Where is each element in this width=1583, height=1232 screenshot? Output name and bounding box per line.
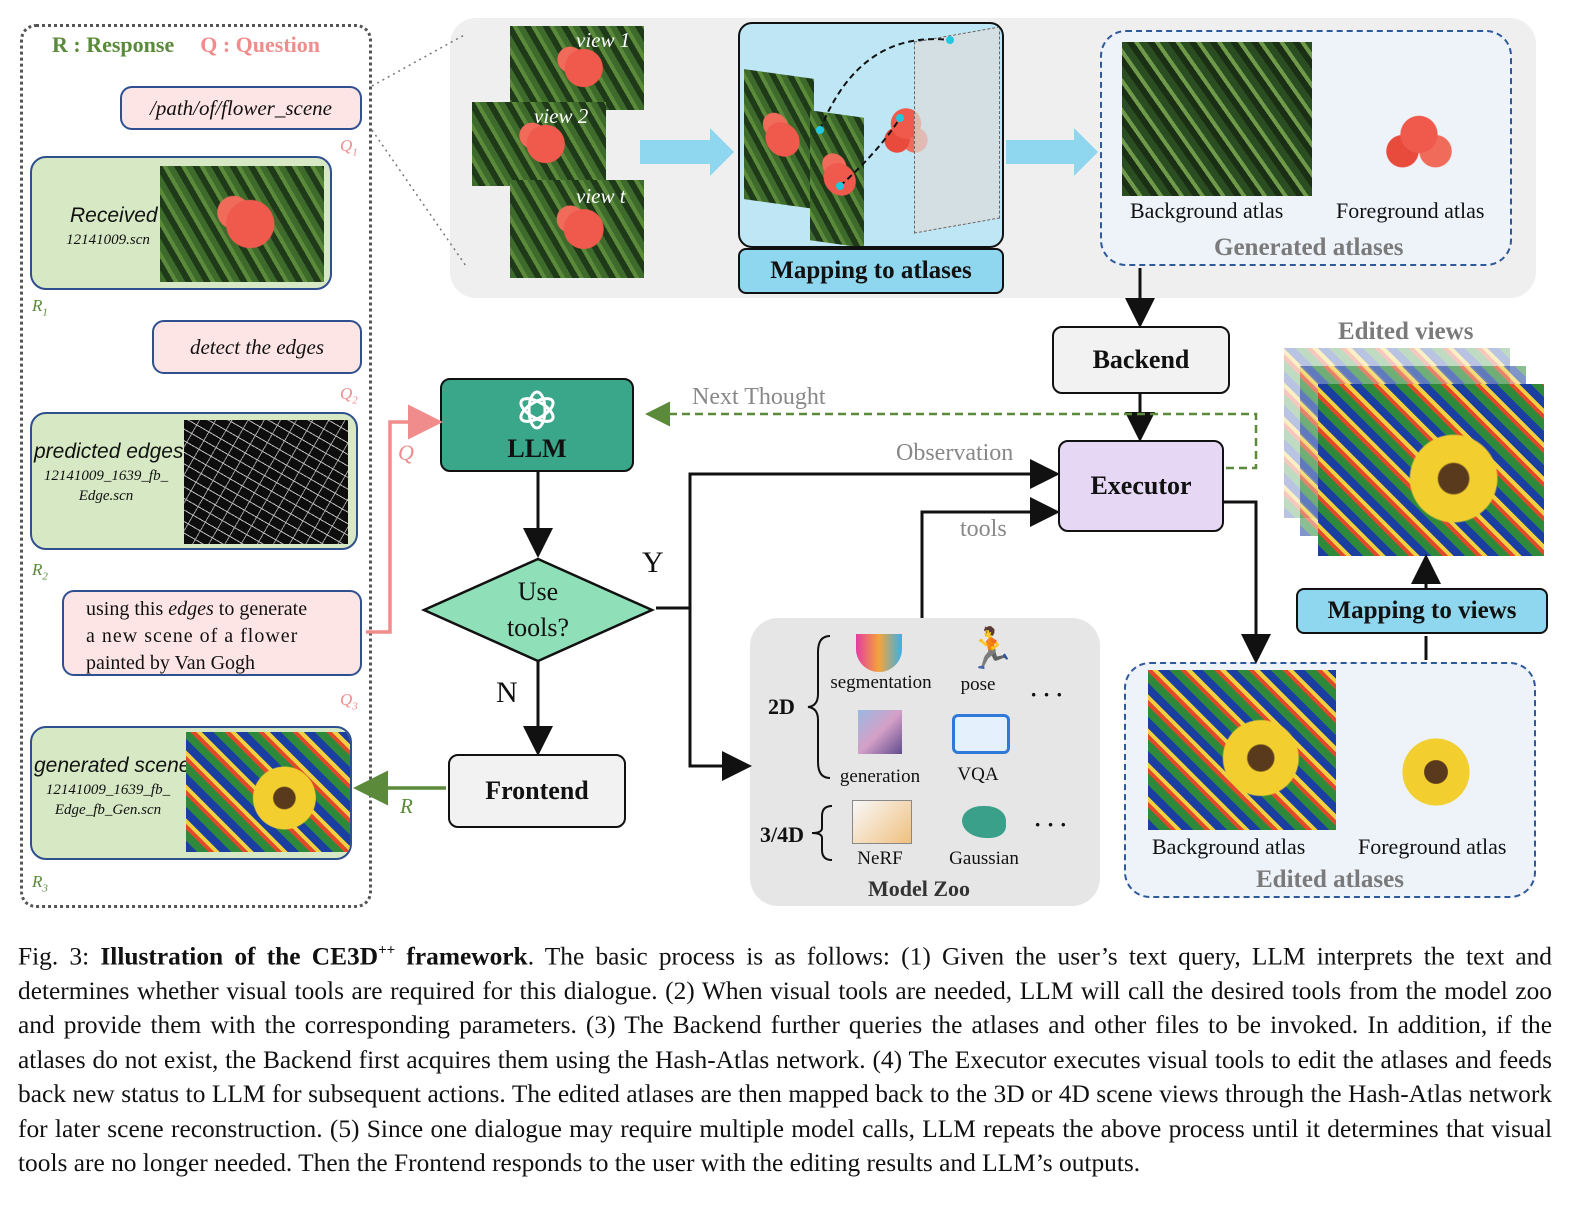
zoom-dotted-lines [371, 33, 467, 267]
foreground-atlas-label: Foreground atlas [1358, 834, 1507, 859]
response-file: 12141009.scn [66, 232, 150, 248]
tools-label: tools [960, 516, 1007, 542]
question-bubble-1: /path/of/flower_scene [120, 86, 362, 130]
generated-atlases-title: Generated atlases [1214, 234, 1404, 261]
next-thought-arrow [645, 401, 1258, 470]
frontend-node: Frontend [448, 754, 626, 828]
question-text: detect the edges [189, 335, 325, 359]
response-arrow-label: R [400, 794, 413, 818]
openai-icon [519, 390, 555, 430]
edge-map-image [184, 420, 348, 544]
more-34d-tools-ellipsis: · · · [1034, 812, 1068, 837]
yes-label: Y [642, 546, 664, 579]
brace-2d [807, 635, 831, 779]
dim-2d-label: 2D [768, 694, 795, 719]
dim-34d-label: 3/4D [760, 822, 804, 847]
dialogue-panel [20, 24, 372, 908]
response-label: R3 [32, 872, 48, 895]
atlas-mapping-illustration [738, 22, 1004, 248]
generated-scene-image [186, 732, 350, 852]
view-label: view t [576, 184, 626, 208]
view-label: view 1 [576, 28, 631, 52]
background-atlas-label: Background atlas [1130, 198, 1284, 223]
vqa-icon [952, 714, 1010, 754]
model-zoo-panel [750, 618, 1100, 906]
edited-foreground-atlas-image [1386, 720, 1486, 824]
received-scene-image [160, 166, 324, 282]
foreground-atlas-image [1364, 84, 1474, 196]
figure-caption: Fig. 3: Illustration of the CE3D++ frame… [18, 942, 1552, 1178]
tool-label: segmentation [830, 672, 932, 693]
tool-label: Gaussian [949, 848, 1019, 869]
question-arrow-label: Q [398, 440, 414, 465]
question-label: Q1 [340, 136, 358, 159]
mapping-to-views-box: Mapping to views [1296, 588, 1548, 634]
question-text: /path/of/flower_scene [150, 96, 332, 120]
llm-node: LLM [440, 378, 634, 472]
view-image-1 [510, 26, 644, 110]
view-label: view 2 [534, 104, 589, 128]
observation-label: Observation [896, 440, 1014, 466]
tool-label: pose [960, 674, 996, 695]
response-title: generated scene [34, 754, 191, 777]
generation-icon [858, 710, 902, 754]
legend-question: Q : Question [200, 32, 321, 57]
backend-node: Backend [1052, 326, 1230, 394]
model-zoo-title: Model Zoo [868, 876, 971, 901]
tool-label: generation [839, 766, 921, 787]
question-bubble-3: using this edges to generate a new scene… [62, 590, 362, 676]
response-title: predicted edges [34, 440, 184, 463]
brace-34d [811, 805, 833, 861]
yes-to-zoo-arrow [688, 608, 752, 781]
llm-label: LLM [507, 434, 567, 463]
foreground-atlas-label: Foreground atlas [1336, 198, 1485, 223]
edited-background-atlas-image [1148, 670, 1336, 830]
executor-to-edited-atlases-arrow [1224, 500, 1271, 664]
question-bubble-2: detect the edges [152, 320, 362, 374]
edited-view-front [1318, 384, 1544, 556]
no-label: N [496, 676, 518, 709]
response-label: R1 [32, 296, 48, 319]
use-tools-label: Use tools? [506, 577, 570, 642]
response-bubble-3: generated scene 12141009_1639_fb_ Edge_f… [30, 726, 352, 860]
tool-label: VQA [957, 764, 999, 785]
edited-views-title: Edited views [1338, 318, 1474, 345]
tool-label: NeRF [857, 848, 903, 869]
gaussian-icon [962, 806, 1006, 838]
executor-node: Executor [1058, 440, 1224, 532]
more-2d-tools-ellipsis: · · · [1030, 682, 1064, 707]
camera-points [816, 36, 954, 190]
legend-response: R : Response [52, 32, 175, 57]
segmentation-icon [856, 634, 902, 672]
wide-blue-arrows [640, 128, 1098, 176]
question-label: Q3 [340, 690, 358, 713]
response-file: 12141009_1639_fb_ Edge.scn [43, 468, 169, 505]
response-bubble-2: predicted edges 12141009_1639_fb_ Edge.s… [30, 412, 358, 550]
camera-trajectory [819, 38, 951, 187]
background-atlas-label: Background atlas [1152, 834, 1306, 859]
edited-atlases-title: Edited atlases [1256, 866, 1404, 893]
connector-layer [353, 33, 1441, 806]
response-file: 12141009_1639_fb_ Edge_fb_Gen.scn [45, 782, 171, 819]
background-atlas-image [1122, 42, 1312, 196]
mapping-to-atlases-box: Mapping to atlases [738, 248, 1004, 294]
view-image-t [510, 180, 644, 278]
next-thought-label: Next Thought [692, 384, 826, 410]
response-label: R2 [32, 560, 48, 583]
question-arrow [366, 404, 443, 634]
response-bubble-1: Received 12141009.scn [30, 156, 332, 290]
nerf-icon [852, 800, 912, 844]
zoo-tools-to-executor-arrow [920, 497, 1060, 618]
view-image-2 [472, 102, 606, 186]
question-label: Q2 [340, 384, 358, 407]
yes-branch-arrow [656, 459, 1060, 610]
response-title: Received [70, 204, 158, 227]
legend: R : Response Q : Question [52, 32, 320, 58]
